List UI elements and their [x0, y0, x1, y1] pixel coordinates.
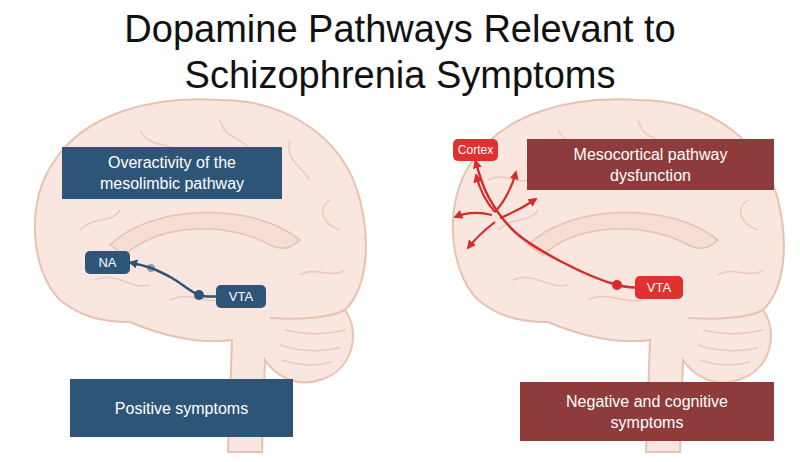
- node-text: Positive symptoms: [115, 398, 248, 419]
- symptom-box: Negative and cognitive symptoms: [520, 382, 774, 441]
- brain-right: [453, 99, 784, 452]
- page-title: Dopamine Pathways Relevant to Schizophre…: [80, 6, 720, 98]
- brain-left: [35, 99, 366, 452]
- finding-box: Mesocortical pathway dysfunction: [527, 139, 774, 190]
- finding-box: Overactivity of the mesolimbic pathway: [62, 147, 282, 199]
- pathway-arrow: [130, 263, 216, 297]
- node-text: Cortex: [458, 142, 493, 158]
- region-label: NA: [85, 251, 130, 274]
- node-text: VTA: [647, 279, 671, 296]
- region-label: Cortex: [453, 139, 498, 161]
- symptom-box: Positive symptoms: [70, 379, 293, 437]
- region-label: VTA: [635, 276, 683, 299]
- branch-arrow: [468, 222, 495, 248]
- node-text: Overactivity of the mesolimbic pathway: [76, 152, 268, 194]
- branch-arrow: [495, 172, 516, 212]
- branch-arrow: [455, 213, 492, 217]
- node-text: VTA: [229, 288, 253, 305]
- node-text: Mesocortical pathway dysfunction: [549, 144, 752, 186]
- branch-arrow: [500, 199, 536, 218]
- node-text: NA: [98, 254, 116, 271]
- node-text: Negative and cognitive symptoms: [542, 391, 752, 433]
- region-label: VTA: [216, 285, 266, 308]
